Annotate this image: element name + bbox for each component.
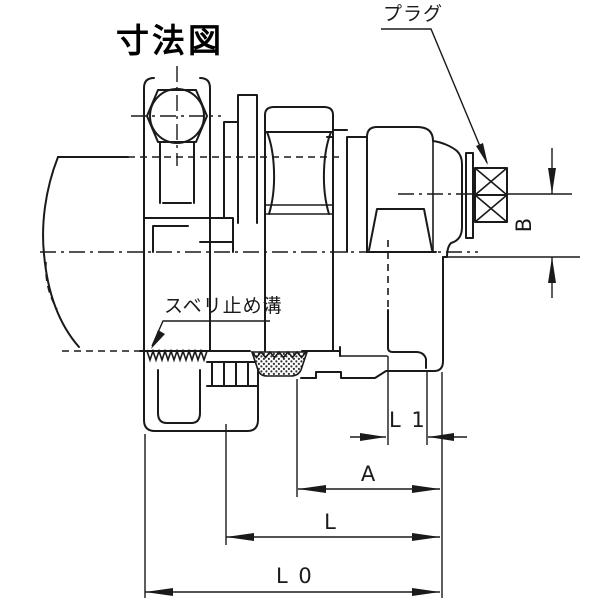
dim-l1-label: L 1 xyxy=(389,408,427,432)
nut-lower-chamfer-rings xyxy=(265,204,333,215)
plug-head-cross xyxy=(474,167,508,223)
seal-packing xyxy=(250,350,309,377)
drawing-title: 寸法図 xyxy=(116,21,224,60)
dim-l1-extension-lines xyxy=(387,356,428,445)
plug-leader-line xyxy=(381,28,488,164)
plug-leader xyxy=(381,28,488,165)
dim-l-label: L xyxy=(324,510,338,534)
plug-label: プラグ xyxy=(383,3,443,25)
body-top-outline xyxy=(366,126,434,253)
dim-l0-arrow-right xyxy=(412,588,440,596)
dim-l1-arrow-right xyxy=(428,433,454,441)
dim-b-label: B xyxy=(512,216,536,232)
slip-groove-leader-arrowhead xyxy=(151,330,165,349)
dimension-a xyxy=(296,379,440,497)
dimension-l xyxy=(225,424,440,545)
body-lower-outline xyxy=(300,256,444,379)
body-hex-chamfer xyxy=(368,208,433,251)
seal-body xyxy=(250,351,309,377)
dim-b-arrow-top xyxy=(548,168,556,194)
plug-head-box xyxy=(474,167,508,223)
dimension-b xyxy=(447,148,580,298)
slip-groove-leader xyxy=(151,320,270,349)
plug-leader-arrowhead xyxy=(476,143,488,165)
compression-nut xyxy=(264,106,334,352)
dim-a-arrow-left xyxy=(298,485,326,493)
saddle-step-lines xyxy=(143,217,234,253)
hex-bolt-chamfer-circle xyxy=(149,88,205,144)
lower-nut-thread-blocks xyxy=(206,361,259,387)
bolt-shank xyxy=(159,141,195,204)
dimension-l0 xyxy=(144,372,443,598)
clamp-right-side xyxy=(199,77,211,352)
dimension-l1 xyxy=(350,356,467,445)
dim-l-arrow-left xyxy=(226,533,254,541)
pipe xyxy=(42,156,341,357)
dim-l0-extension-lines xyxy=(144,372,443,598)
dim-b-extension-lines xyxy=(447,193,580,258)
flange-tab xyxy=(223,94,258,224)
slip-groove-label: スベリ止め溝 xyxy=(164,295,283,317)
body-outlet-shoulder xyxy=(432,140,463,258)
pipe-broken-end-arc xyxy=(42,156,80,348)
nut-outline xyxy=(264,106,334,352)
pipe-broken-end-inner-arc xyxy=(45,261,58,310)
centerlines xyxy=(40,66,478,253)
plug-flange xyxy=(465,152,474,239)
dim-l-arrow-right xyxy=(412,533,440,541)
dim-b-arrow-bottom xyxy=(548,257,556,283)
lower-nut-channel xyxy=(157,369,201,424)
dim-a-label: A xyxy=(361,462,377,486)
dim-a-arrow-right xyxy=(412,485,440,493)
clamp-outline xyxy=(143,77,259,432)
hex-bolt-head xyxy=(146,89,208,143)
seal-grip-teeth xyxy=(251,350,307,359)
dim-l0-arrow-left xyxy=(145,588,173,596)
slip-grooves-serration xyxy=(146,348,208,363)
dim-l1-arrow-left xyxy=(360,433,386,441)
body-inner-corner xyxy=(387,309,427,369)
nut-chamfer-curves xyxy=(266,131,332,215)
clamp-ring xyxy=(143,77,259,432)
dim-l0-label: L 0 xyxy=(276,564,314,588)
body xyxy=(300,126,463,379)
plug xyxy=(465,152,508,239)
